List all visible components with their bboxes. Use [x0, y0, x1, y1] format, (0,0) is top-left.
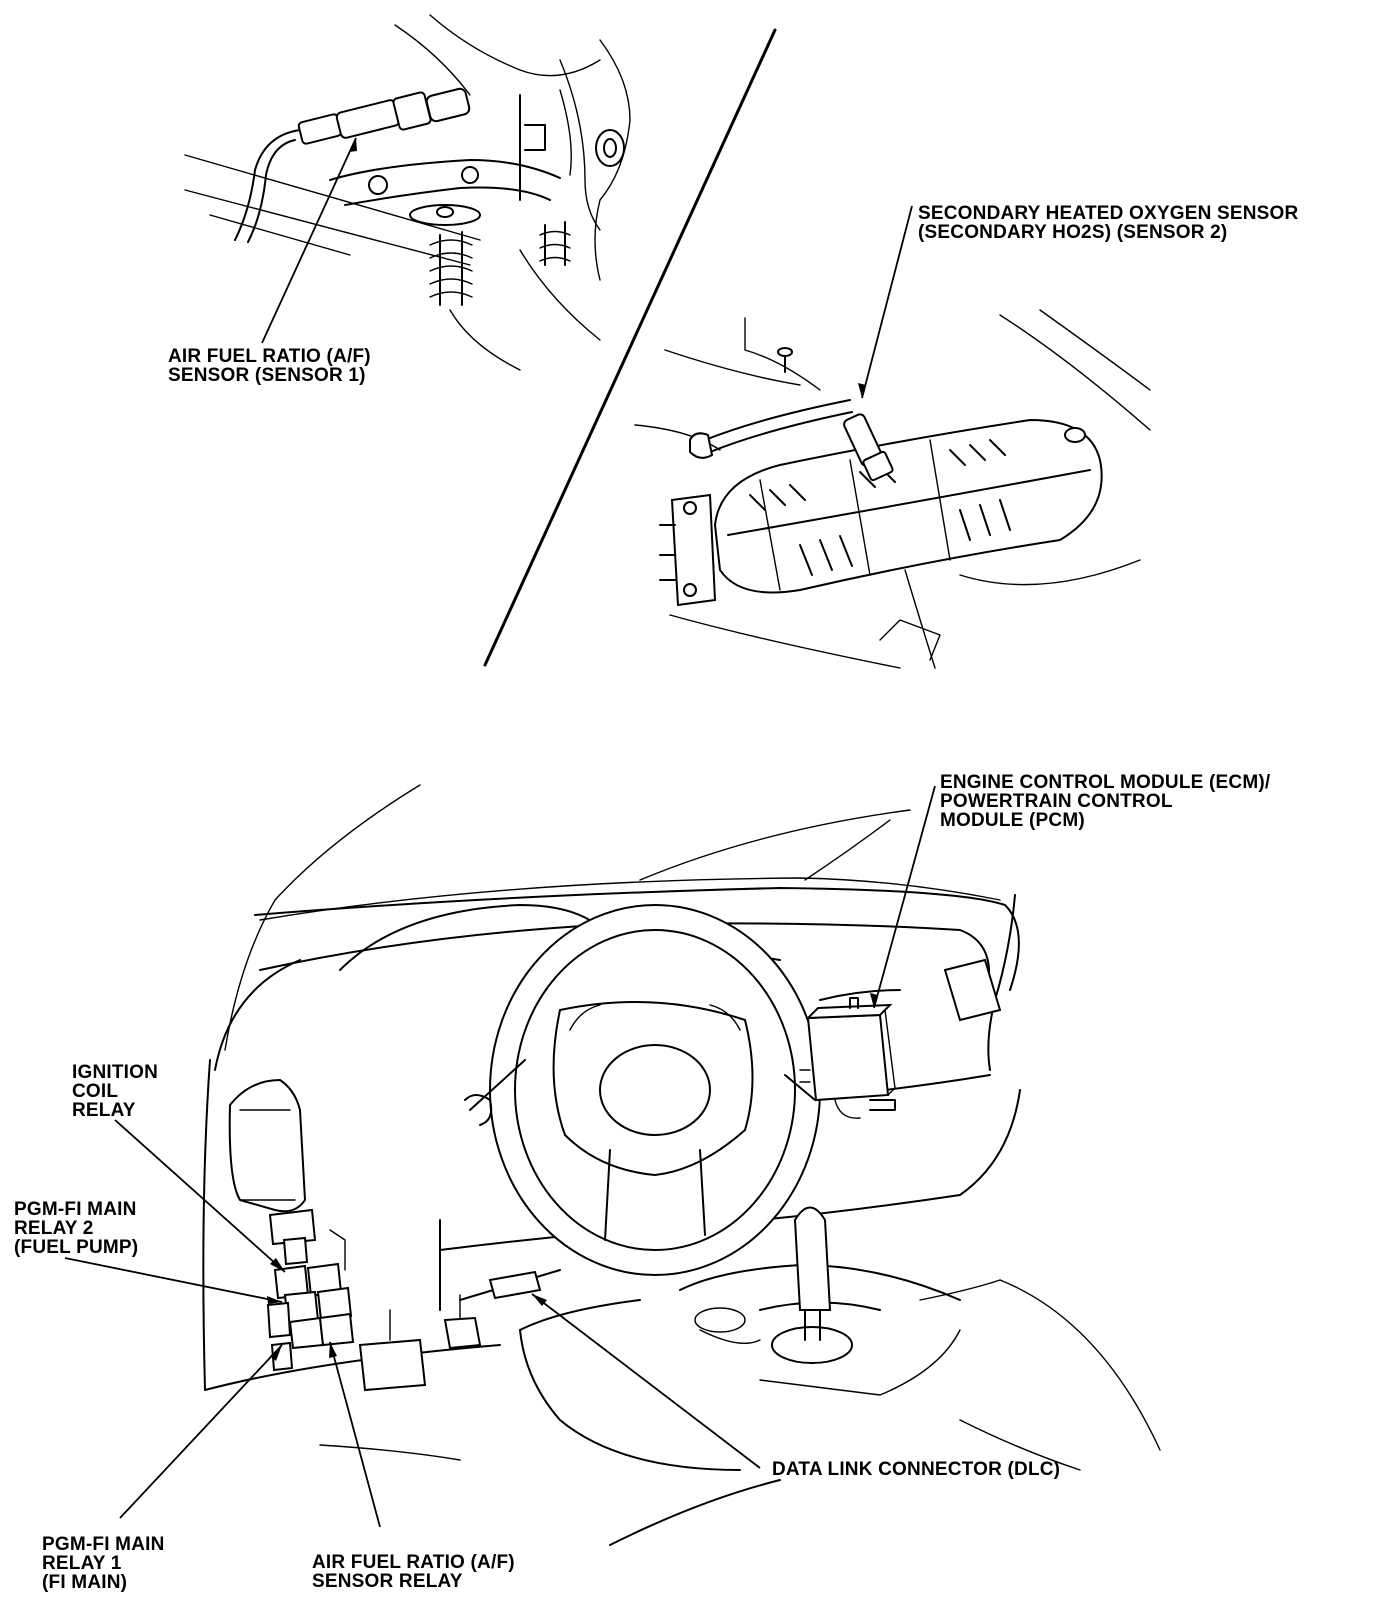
ecm-pcm-label-line-1: ENGINE CONTROL MODULE (ECM)/ — [940, 772, 1271, 793]
ignition-coil-relay-label-line-1: IGNITION — [72, 1062, 159, 1083]
dlc-label-line-1: DATA LINK CONNECTOR (DLC) — [772, 1459, 1061, 1480]
secondary-ho2s-label-line-2: (SECONDARY HO2S) (SENSOR 2) — [918, 222, 1228, 243]
ecm-pcm-label: ENGINE CONTROL MODULE (ECM)/ POWERTRAIN … — [940, 773, 1270, 830]
pgm-fi-main-relay-2-leader — [64, 1257, 283, 1303]
pgm-fi-main-relay-1-label-line-2: RELAY 1 — [42, 1553, 122, 1574]
ignition-coil-relay-label-line-3: RELAY — [72, 1100, 136, 1121]
pgm-fi-main-relay-2-label-line-3: (FUEL PUMP) — [14, 1237, 139, 1258]
dashboard-illustration — [202, 784, 1161, 1546]
dlc-label: DATA LINK CONNECTOR (DLC) — [772, 1460, 1060, 1479]
ecm-pcm-label-line-3: MODULE (PCM) — [940, 810, 1085, 831]
dlc-leader — [531, 1293, 761, 1469]
section-divider — [483, 28, 777, 667]
pgm-fi-main-relay-1-label-line-1: PGM-FI MAIN — [42, 1534, 165, 1555]
secondary-ho2s-leader — [861, 205, 913, 399]
ignition-coil-relay-label: IGNITION COIL RELAY — [72, 1063, 158, 1120]
secondary-ho2s-label: SECONDARY HEATED OXYGEN SENSOR (SECONDAR… — [918, 204, 1298, 242]
ignition-coil-relay-leader — [114, 1119, 286, 1273]
pgm-fi-main-relay-1-label: PGM-FI MAIN RELAY 1 (FI MAIN) — [42, 1535, 165, 1592]
catalytic-converter-illustration — [634, 309, 1151, 669]
af-sensor-relay-leader — [329, 1341, 381, 1528]
pgm-fi-main-relay-1-label-line-3: (FI MAIN) — [42, 1572, 128, 1593]
pgm-fi-main-relay-2-label: PGM-FI MAIN RELAY 2 (FUEL PUMP) — [14, 1200, 138, 1257]
af-sensor-illustration — [184, 14, 631, 371]
af-sensor-relay-label-line-2: SENSOR RELAY — [312, 1571, 463, 1592]
af-sensor-relay-label: AIR FUEL RATIO (A/F) SENSOR RELAY — [312, 1553, 515, 1591]
pgm-fi-main-relay-1-leader — [119, 1344, 283, 1519]
ecm-pcm-leader — [873, 785, 936, 1009]
af-sensor-relay-label-line-1: AIR FUEL RATIO (A/F) — [312, 1552, 515, 1573]
secondary-ho2s-label-line-1: SECONDARY HEATED OXYGEN SENSOR — [918, 203, 1299, 224]
af-sensor-label-line-1: AIR FUEL RATIO (A/F) — [168, 346, 371, 367]
pgm-fi-main-relay-2-label-line-2: RELAY 2 — [14, 1218, 94, 1239]
af-sensor-label-line-2: SENSOR (SENSOR 1) — [168, 365, 366, 386]
ecm-pcm-label-line-2: POWERTRAIN CONTROL — [940, 791, 1173, 812]
pgm-fi-main-relay-2-label-line-1: PGM-FI MAIN — [14, 1199, 137, 1220]
af-sensor-label: AIR FUEL RATIO (A/F) SENSOR (SENSOR 1) — [168, 347, 371, 385]
ignition-coil-relay-label-line-2: COIL — [72, 1081, 119, 1102]
af-sensor-leader — [261, 137, 357, 344]
leader-lines — [64, 137, 936, 1528]
